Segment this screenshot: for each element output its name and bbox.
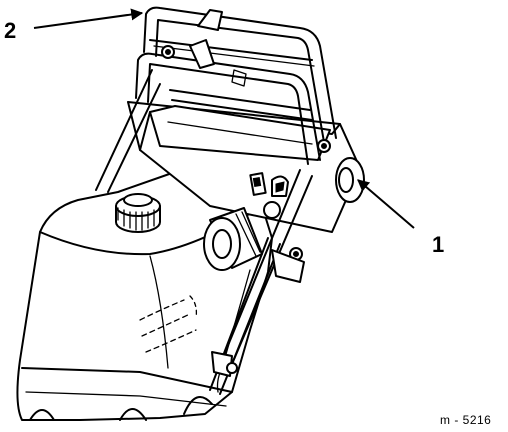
callout-label-2: 2 — [4, 18, 16, 43]
tank-cap — [115, 193, 161, 233]
motor-cylinder — [203, 207, 263, 271]
callout-arrow-1 — [357, 179, 415, 229]
callout-label-1: 1 — [432, 232, 444, 257]
figure-id: m - 5216 — [440, 413, 491, 427]
callout-arrows — [33, 8, 415, 229]
side-knob — [335, 157, 365, 203]
lower-handle-arms — [95, 69, 313, 395]
handle-frame — [135, 6, 337, 261]
callout-arrow-2 — [33, 8, 144, 29]
